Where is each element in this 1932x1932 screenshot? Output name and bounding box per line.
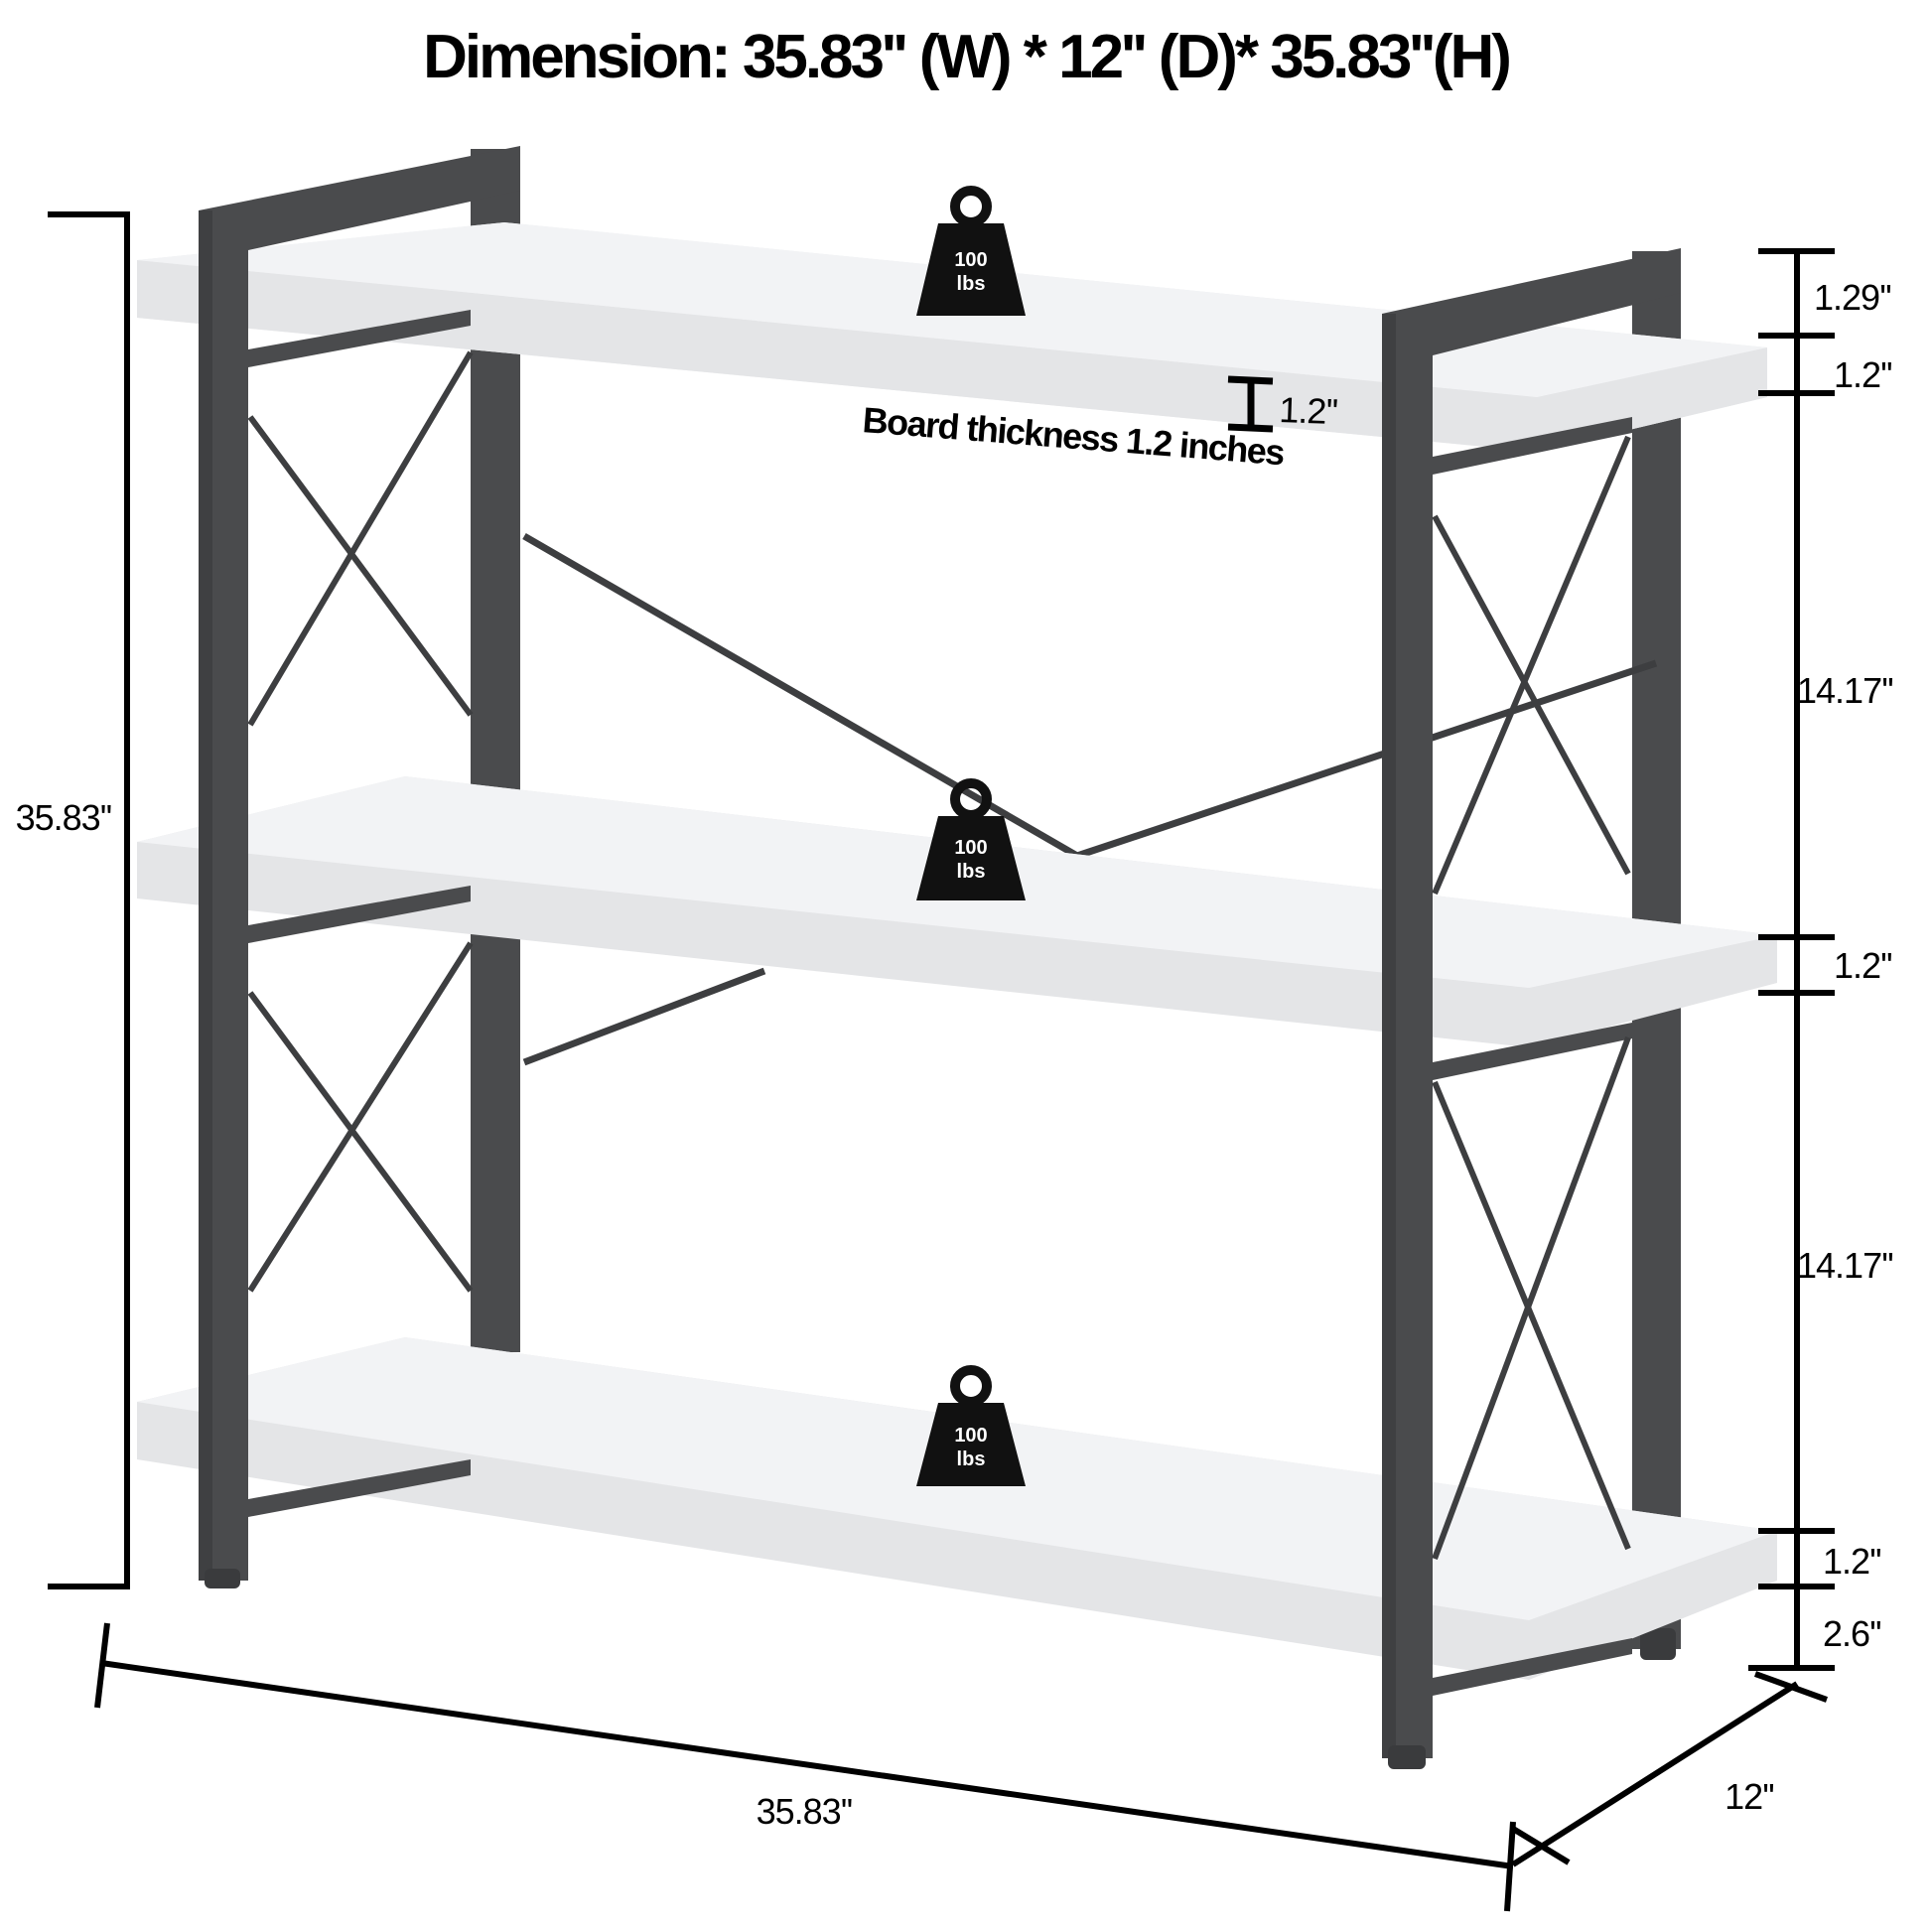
- left-x-brace: [247, 350, 474, 1293]
- overall-height-label: 35.83'': [16, 797, 112, 838]
- dimension-title: Dimension: 35.83'' (W) * 12'' (D)* 35.83…: [423, 23, 1509, 91]
- bottom-board-label: 1.2'': [1823, 1541, 1881, 1582]
- right-vertical-dimension-line: [1748, 248, 1835, 1671]
- overall-width-label: 35.83'': [757, 1791, 853, 1832]
- upper-spacing-label: 14.17'': [1797, 670, 1893, 711]
- height-dimension-line: [48, 211, 130, 1589]
- right-side-frame: [1382, 248, 1681, 1769]
- middle-board-label: 1.2'': [1834, 945, 1892, 986]
- weight-icon-bottom: 100 lbs: [916, 1365, 1026, 1486]
- depth-dimension-line: [1511, 1671, 1829, 1867]
- top-board-label: 1.2'': [1834, 354, 1892, 395]
- load-value: 100: [954, 1425, 987, 1447]
- weight-icon-middle: 100 lbs: [916, 778, 1026, 900]
- left-side-frame: [199, 146, 520, 1588]
- load-value: 100: [954, 249, 987, 271]
- top-gap-label: 1.29'': [1814, 277, 1891, 318]
- lower-spacing-label: 14.17'': [1797, 1245, 1893, 1286]
- width-dimension-line: [94, 1622, 1516, 1912]
- weight-icon-top: 100 lbs: [916, 186, 1026, 316]
- load-unit: lbs: [957, 861, 986, 883]
- load-value: 100: [954, 837, 987, 859]
- load-unit: lbs: [957, 273, 986, 295]
- load-unit: lbs: [957, 1449, 986, 1470]
- board-thickness-marker-label: 1.2'': [1279, 389, 1338, 432]
- foot-clearance-label: 2.6'': [1823, 1613, 1881, 1654]
- right-x-brace: [1432, 435, 1631, 1561]
- depth-label: 12'': [1725, 1776, 1774, 1817]
- board-thickness-marker: [1227, 375, 1274, 433]
- right-back-foot: [1640, 1628, 1676, 1660]
